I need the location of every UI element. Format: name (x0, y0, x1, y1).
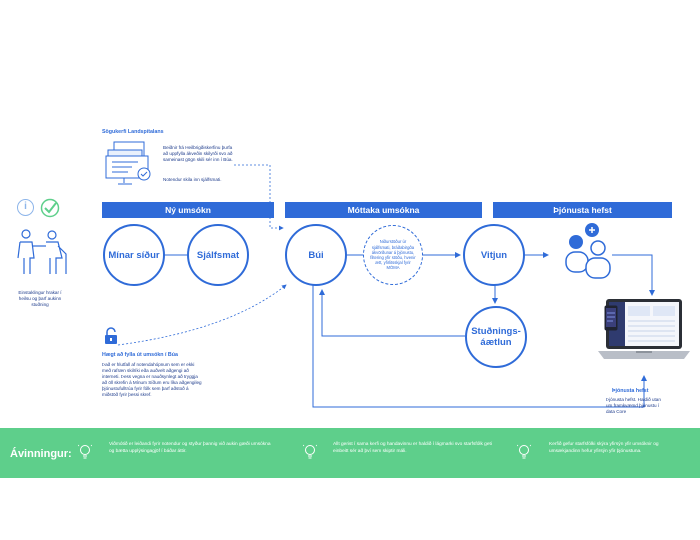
fillout-title: Hægt að fylla út umsókn í Búa (102, 352, 178, 358)
service-note-text: Þjónusta hefst. Haldið utan um framkvæmd… (606, 397, 661, 414)
node-sjalfsmat-label: Sjálfsmat (196, 249, 240, 261)
benefit-item-3: Kerfið gefur starfsfólki skýra yfirsýn y… (549, 442, 659, 454)
computer-documents-icon (105, 141, 151, 185)
lightbulb-icon (303, 444, 317, 459)
unlock-icon (105, 327, 117, 344)
benefits-band: Ávinningur: Viðmótið er leiðandi fyrir n… (0, 428, 700, 478)
phone-icon (604, 305, 618, 331)
elderly-people-icon (17, 229, 67, 274)
node-studningsaetlun: Stuðnings- áætlun (465, 306, 527, 368)
source-system-text-2: Notendur skila inn sjálfsmati. (163, 177, 222, 182)
section-new-application: Ný umsókn (102, 202, 274, 218)
check-icon (40, 198, 60, 218)
info-icon: i (17, 199, 34, 216)
source-system-title: Sögukerfi Landspítalans (102, 129, 164, 135)
individual-text: Einstaklingur hrakar í heilsu og þarf au… (18, 290, 62, 307)
node-bui-label: Búi (308, 249, 324, 261)
node-sjalfsmat: Sjálfsmat (187, 224, 249, 286)
lightbulb-icon (517, 444, 531, 459)
benefit-item-1: Viðmótið er leiðandi fyrir notendur og s… (109, 442, 271, 454)
node-studningsaetlun-label-1: Stuðnings- (471, 326, 521, 337)
lightbulb-icon (78, 444, 92, 459)
node-bui-note: Niðurstöður úr sjálfsmati, bráðabirgða á… (363, 225, 423, 285)
benefits-title: Ávinningur: (10, 448, 72, 460)
node-minar-sidur-label: Mínar síður (108, 249, 160, 261)
node-studningsaetlun-label-2: áætlun (480, 337, 512, 348)
node-vitjun-label: Vitjun (480, 249, 508, 261)
node-minar-sidur: Mínar síður (103, 224, 165, 286)
node-bui: Búi (285, 224, 347, 286)
section-receiving: Móttaka umsókna (285, 202, 482, 218)
bui-note-text: Niðurstöður úr sjálfsmati, bráðabirgða á… (370, 239, 416, 271)
benefit-item-2: Allt gerist í sama kerfi og handavinnu e… (333, 442, 492, 454)
service-note-title: Þjónusta hefst (612, 388, 649, 394)
service-people-icon (565, 223, 611, 279)
source-system-text-1: Beiðnir frá Heilbrigðiskerfinu þurfa að … (163, 145, 233, 162)
node-vitjun: Vitjun (463, 224, 525, 286)
fillout-text: Það er hlutfall af notendahópnum sem er … (102, 362, 202, 397)
section-service-starts: Þjónusta hefst (493, 202, 672, 218)
